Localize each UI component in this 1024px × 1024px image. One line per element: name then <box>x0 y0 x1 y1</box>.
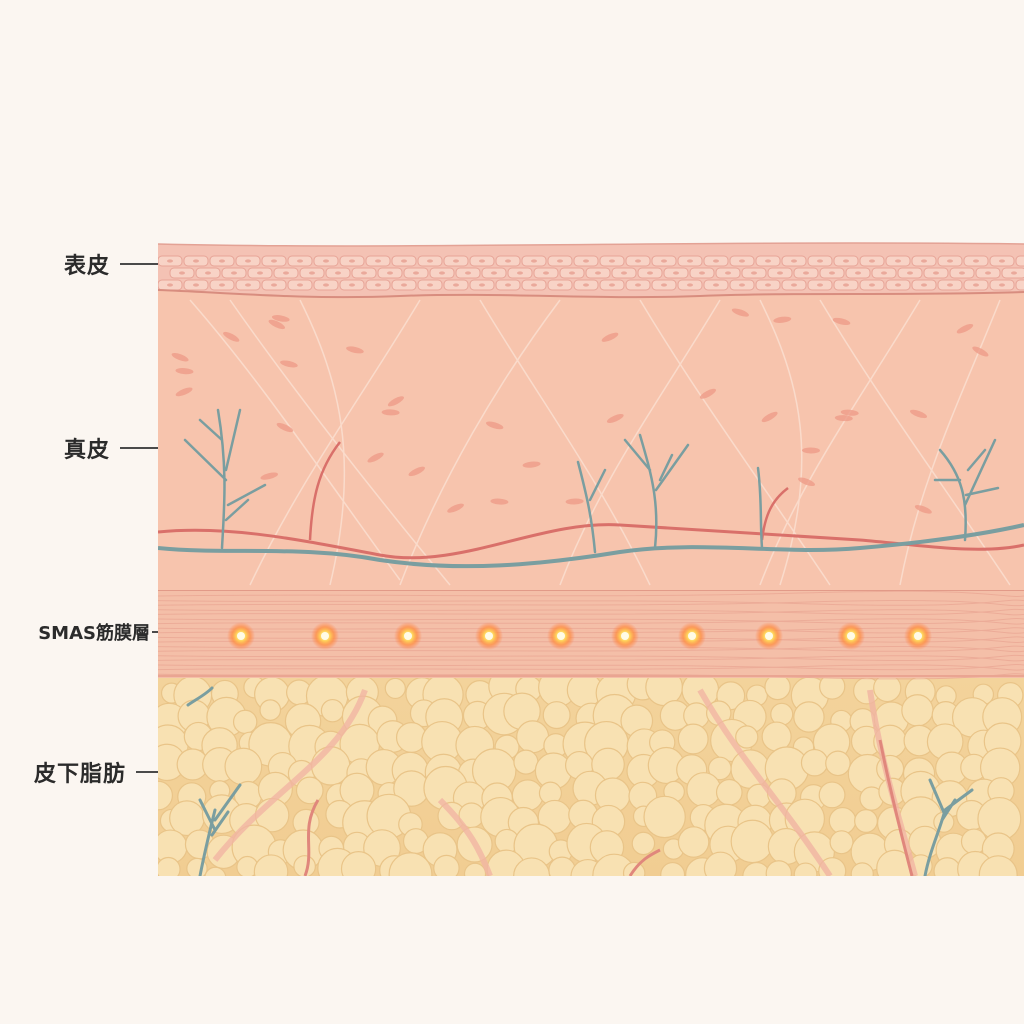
fat-septa <box>212 688 918 876</box>
dermis-vein <box>158 523 1024 569</box>
energy-points <box>227 622 932 650</box>
smas-fibers <box>158 590 1024 680</box>
fat-arteries <box>303 739 914 876</box>
dermis-capillaries <box>183 408 1000 554</box>
energy-point-core <box>847 632 855 640</box>
energy-point-core <box>557 632 565 640</box>
energy-point-core <box>321 632 329 640</box>
energy-point-core <box>485 632 493 640</box>
fibroblasts <box>171 308 989 514</box>
epidermis-label: 表皮 <box>0 249 158 279</box>
epidermis-leader-line <box>120 263 158 265</box>
energy-point-core <box>404 632 412 640</box>
smas-leader-line <box>152 631 158 633</box>
smas-label: SMAS筋膜層 <box>0 617 158 647</box>
energy-point-core <box>688 632 696 640</box>
energy-point-core <box>914 632 922 640</box>
dermis-label: 真皮 <box>0 433 158 463</box>
subcutaneous-leader-line <box>136 771 158 773</box>
epidermis-cells <box>158 255 1024 291</box>
energy-point-core <box>237 632 245 640</box>
dermis-leader-line <box>120 447 158 449</box>
subcutaneous-label: 皮下脂肪 <box>0 757 158 787</box>
energy-point-core <box>765 632 773 640</box>
fat-veins <box>186 686 974 876</box>
dermis-artery-branch <box>308 441 789 541</box>
energy-point-core <box>621 632 629 640</box>
